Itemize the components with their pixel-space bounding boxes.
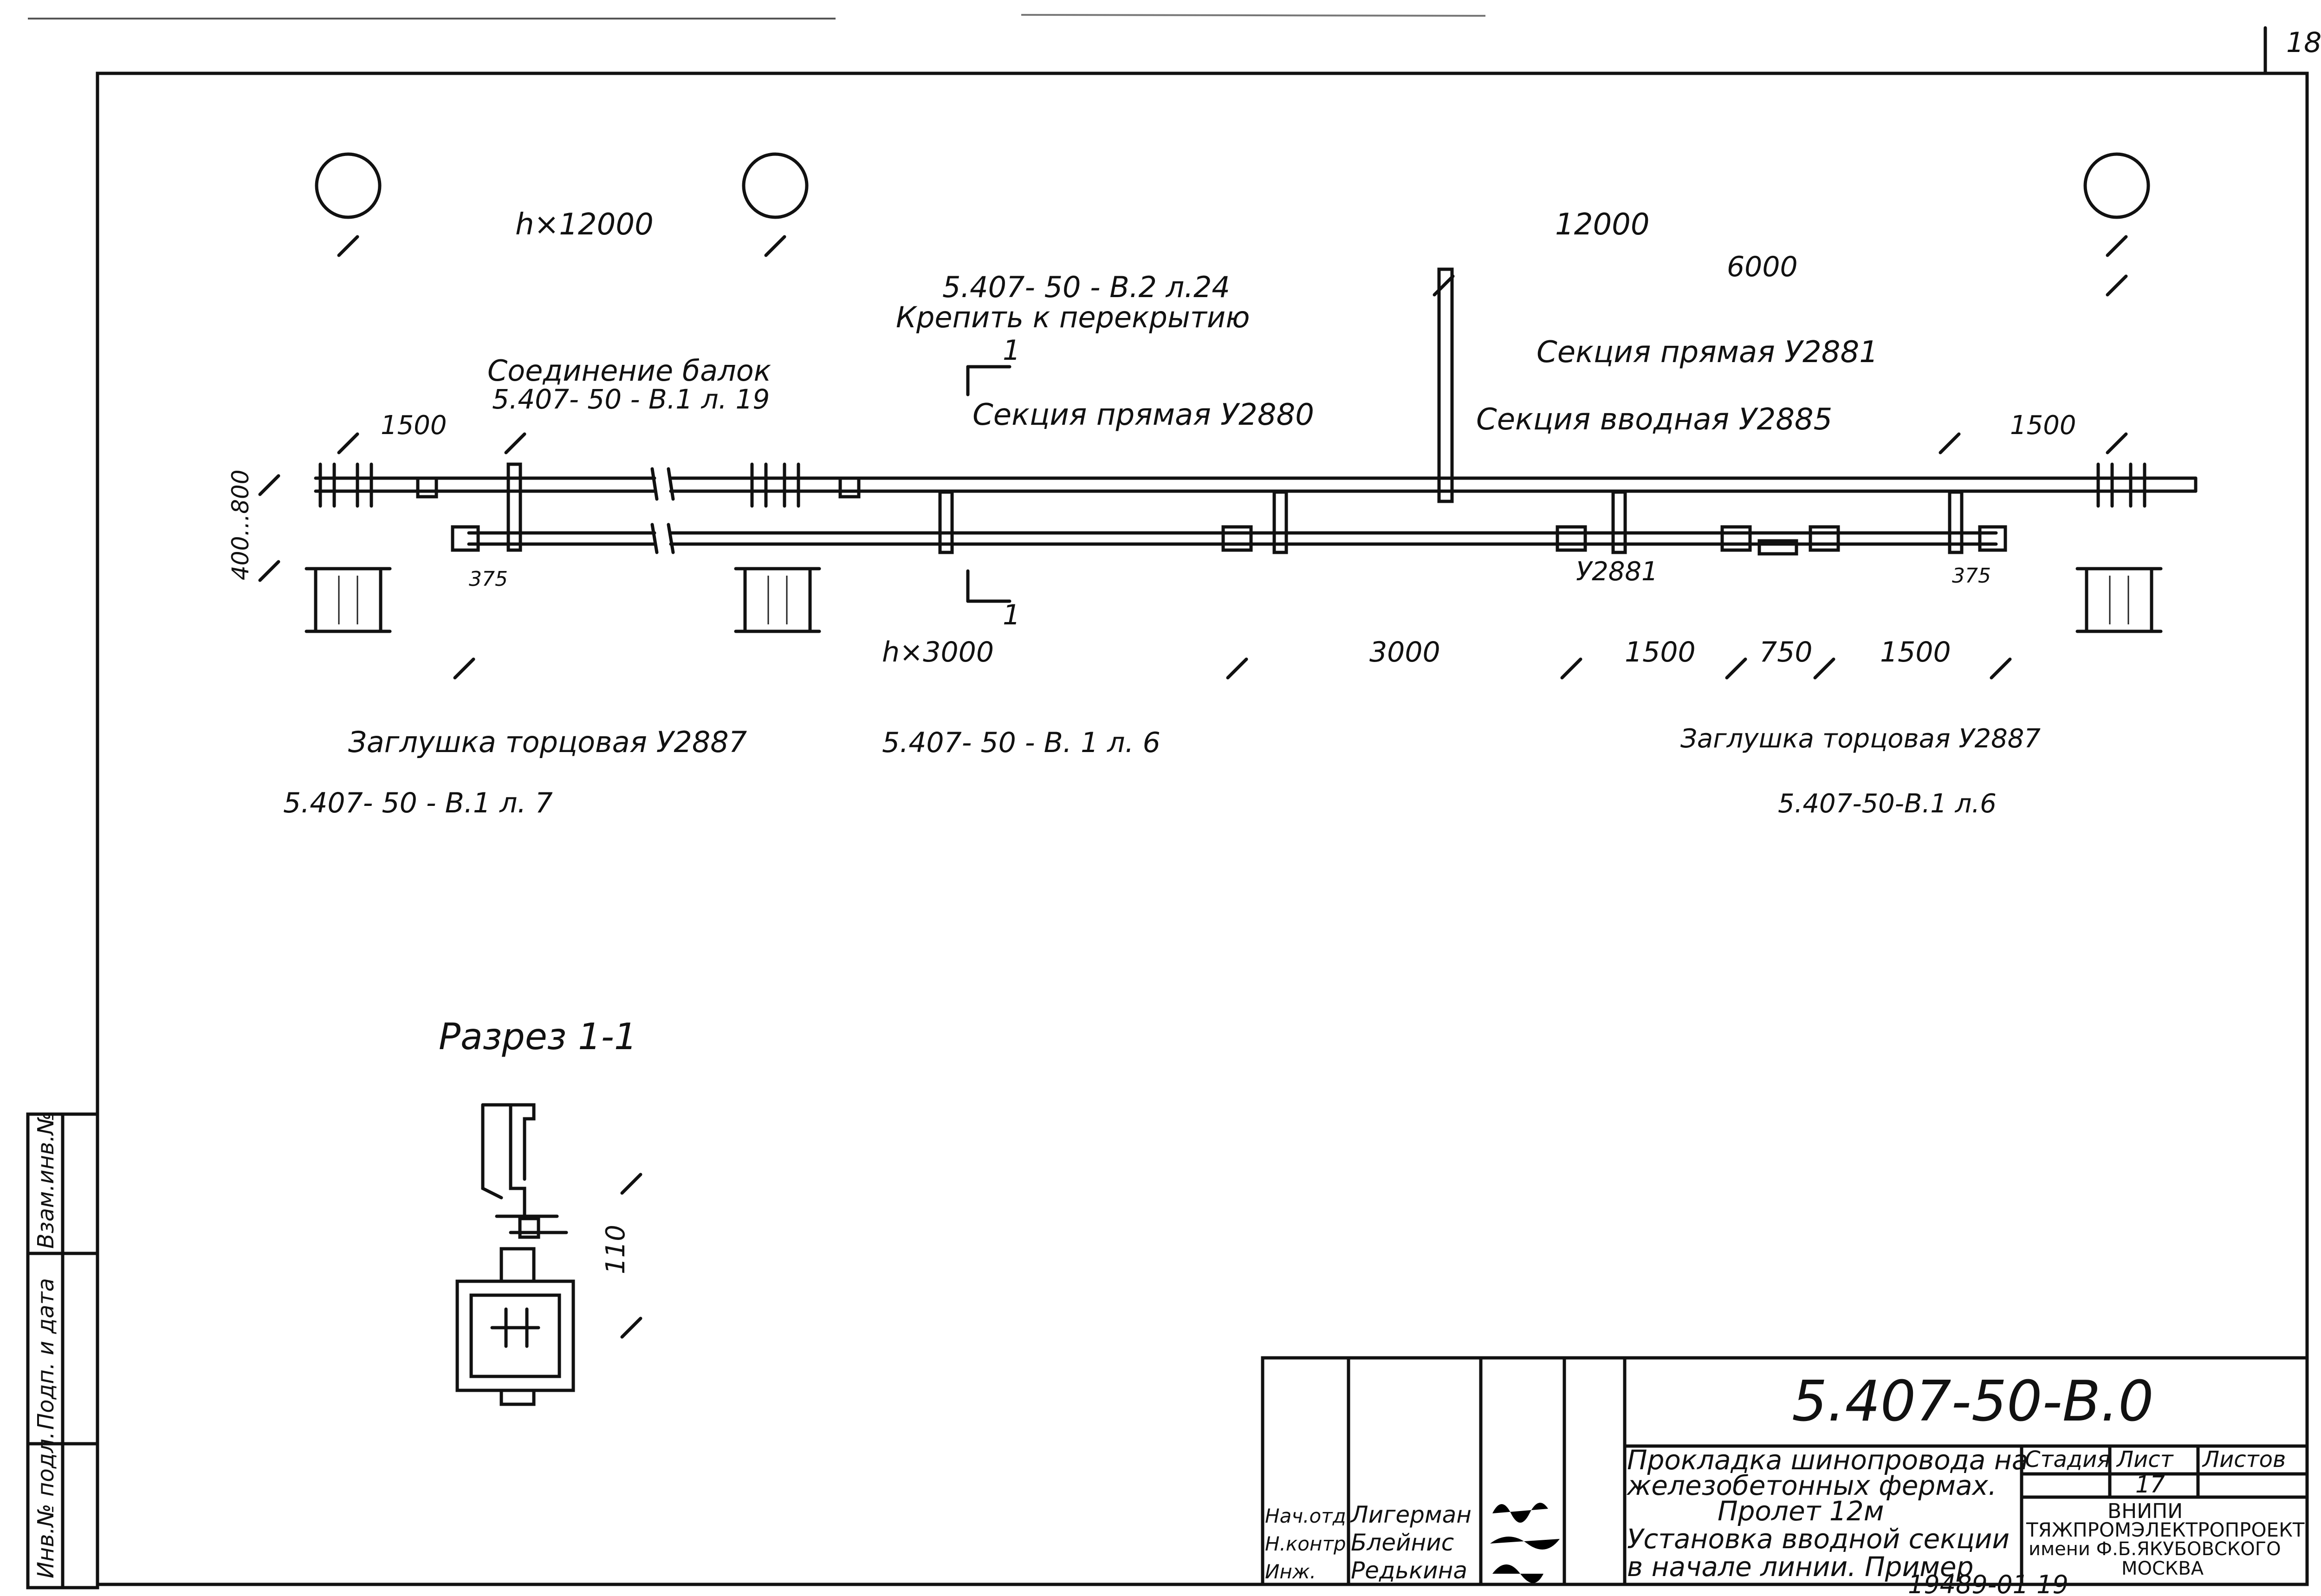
support-beam	[314, 467, 2198, 501]
busbar-coupler	[1221, 525, 1253, 552]
org-line-3: имени Ф.Б.ЯКУБОВСКОГО	[2029, 1538, 2281, 1560]
busbar-coupler	[1720, 525, 1752, 552]
sig-name-2: Блейнис	[1351, 1529, 1454, 1556]
dim-1500-right: 1500	[2010, 410, 2076, 441]
stamp-podp: Подп. и дата	[33, 1278, 59, 1430]
dim-1500-b: 1500	[1880, 636, 1951, 668]
cut-mark-bottom: 1	[1003, 599, 1020, 631]
dim-375-left: 375	[469, 567, 508, 591]
ref-v1-l19: 5.407- 50 - В.1 л. 19	[492, 383, 770, 415]
ref-v1-l7: 5.407- 50 - В.1 л. 7	[283, 787, 553, 819]
title-line-4: Установка вводной секции	[1627, 1523, 2010, 1555]
dim-750: 750	[1759, 636, 1813, 668]
dim-h12000: h×12000	[515, 208, 654, 242]
dim-1500-left: 1500	[381, 410, 447, 441]
dim-110: 110	[601, 1225, 631, 1274]
sig-name-3: Редькина	[1351, 1557, 1467, 1584]
busbar-coupler	[1809, 525, 1840, 552]
sheet-header: Лист	[2116, 1447, 2174, 1473]
org-line-2: ТЯЖПРОМЭЛЕКТРОПРОЕКТ	[2026, 1518, 2305, 1541]
fasten-to-ceiling-label: Крепить к перекрытию	[896, 300, 1250, 334]
title-line-3: Пролет 12м	[1718, 1495, 1884, 1527]
title-line-2: железобетонных фермах.	[1626, 1470, 1997, 1501]
column-axis-circle	[742, 152, 809, 219]
end-cap-right	[1978, 525, 2007, 552]
section-straight-u2880-label: Секция прямая У2880	[972, 398, 1314, 432]
column-axis-circle	[2083, 152, 2150, 219]
ceiling-fastening-rod	[1437, 267, 1454, 503]
title-line-1: Прокладка шинопровода на	[1627, 1444, 2028, 1476]
end-cap-left	[451, 525, 480, 552]
ref-v1-l6-center: 5.407- 50 - В. 1 л. 6	[882, 727, 1160, 759]
ref-v1-l6-right: 5.407-50-В.1 л.6	[1778, 789, 1997, 819]
ref-v2-l24: 5.407- 50 - В.2 л.24	[942, 270, 1230, 304]
input-box	[1757, 539, 1798, 556]
stage-header: Стадия	[2025, 1447, 2110, 1473]
corner-number: 18	[2286, 26, 2321, 59]
title-block	[1261, 1356, 2309, 1586]
dim-400-800: 400...800	[227, 469, 254, 580]
column-axis-markers	[315, 152, 2150, 219]
section-straight-u2881-label: Секция прямая У2881	[1537, 335, 1878, 370]
column-brackets	[318, 462, 2146, 508]
beam-joint-plate	[838, 476, 861, 499]
sheet-frame	[96, 71, 2309, 1586]
sheets-header: Листов	[2202, 1447, 2286, 1473]
org-line-4: МОСКВА	[2121, 1558, 2204, 1579]
u2881-label: У2881	[1576, 557, 1658, 587]
busbar-couplers	[416, 476, 2007, 556]
busbar-line	[467, 523, 1998, 554]
dim-vertical-left	[258, 474, 280, 582]
top-dimension-line	[337, 235, 2128, 297]
dim-375	[464, 552, 1996, 603]
dim-h3000: h×3000	[882, 636, 994, 668]
sig-role-3: Инж.	[1265, 1560, 1316, 1583]
busbar-coupler	[1556, 525, 1587, 552]
title-line-5: в начале линии. Пример	[1627, 1551, 1973, 1583]
stamp-vzam: Взам.инв.№	[33, 1112, 59, 1249]
sheet-value: 17	[2135, 1471, 2165, 1498]
stamp-inv: Инв.№ подл.	[33, 1432, 59, 1578]
sig-role-2: Н.контр.	[1265, 1532, 1352, 1555]
bottom-number: 19489-01 19	[1908, 1570, 2068, 1596]
sig-name-1: Лигерман	[1350, 1501, 1472, 1528]
column-axis-circle	[315, 152, 382, 219]
dim-6000: 6000	[1727, 251, 1798, 283]
section-1-1-detail	[455, 1103, 642, 1406]
dim-1500-a: 1500	[1625, 636, 1696, 668]
dim-12000: 12000	[1555, 208, 1650, 242]
column-sections	[305, 567, 2163, 633]
dim-375-right: 375	[1952, 564, 1991, 588]
section-title: Разрез 1-1	[439, 1016, 637, 1058]
dim-1500-top	[337, 432, 2128, 454]
end-cap-left-label: Заглушка торцовая У2887	[348, 725, 747, 759]
sig-role-1: Нач.отд.	[1265, 1505, 1352, 1527]
end-cap-right-label: Заглушка торцовая У2887	[1680, 724, 2041, 754]
beam-joint-label: Соединение балок	[487, 354, 772, 388]
dim-3000: 3000	[1369, 636, 1440, 668]
cut-mark-top: 1	[1003, 334, 1020, 367]
section-input-u2885-label: Секция вводная У2885	[1476, 402, 1832, 437]
hangers	[506, 462, 1964, 554]
org-line-1: ВНИПИ	[2107, 1499, 2183, 1523]
handwritten-signatures	[1490, 1503, 1560, 1583]
side-stamp	[26, 1112, 99, 1590]
section-cut-mark	[966, 365, 1011, 603]
beam-joint-plate	[416, 476, 438, 499]
scan-edge-line	[1021, 14, 1486, 17]
doc-code: 5.407-50-В.0	[1792, 1369, 2154, 1434]
bottom-dimension-chain	[453, 657, 2012, 680]
